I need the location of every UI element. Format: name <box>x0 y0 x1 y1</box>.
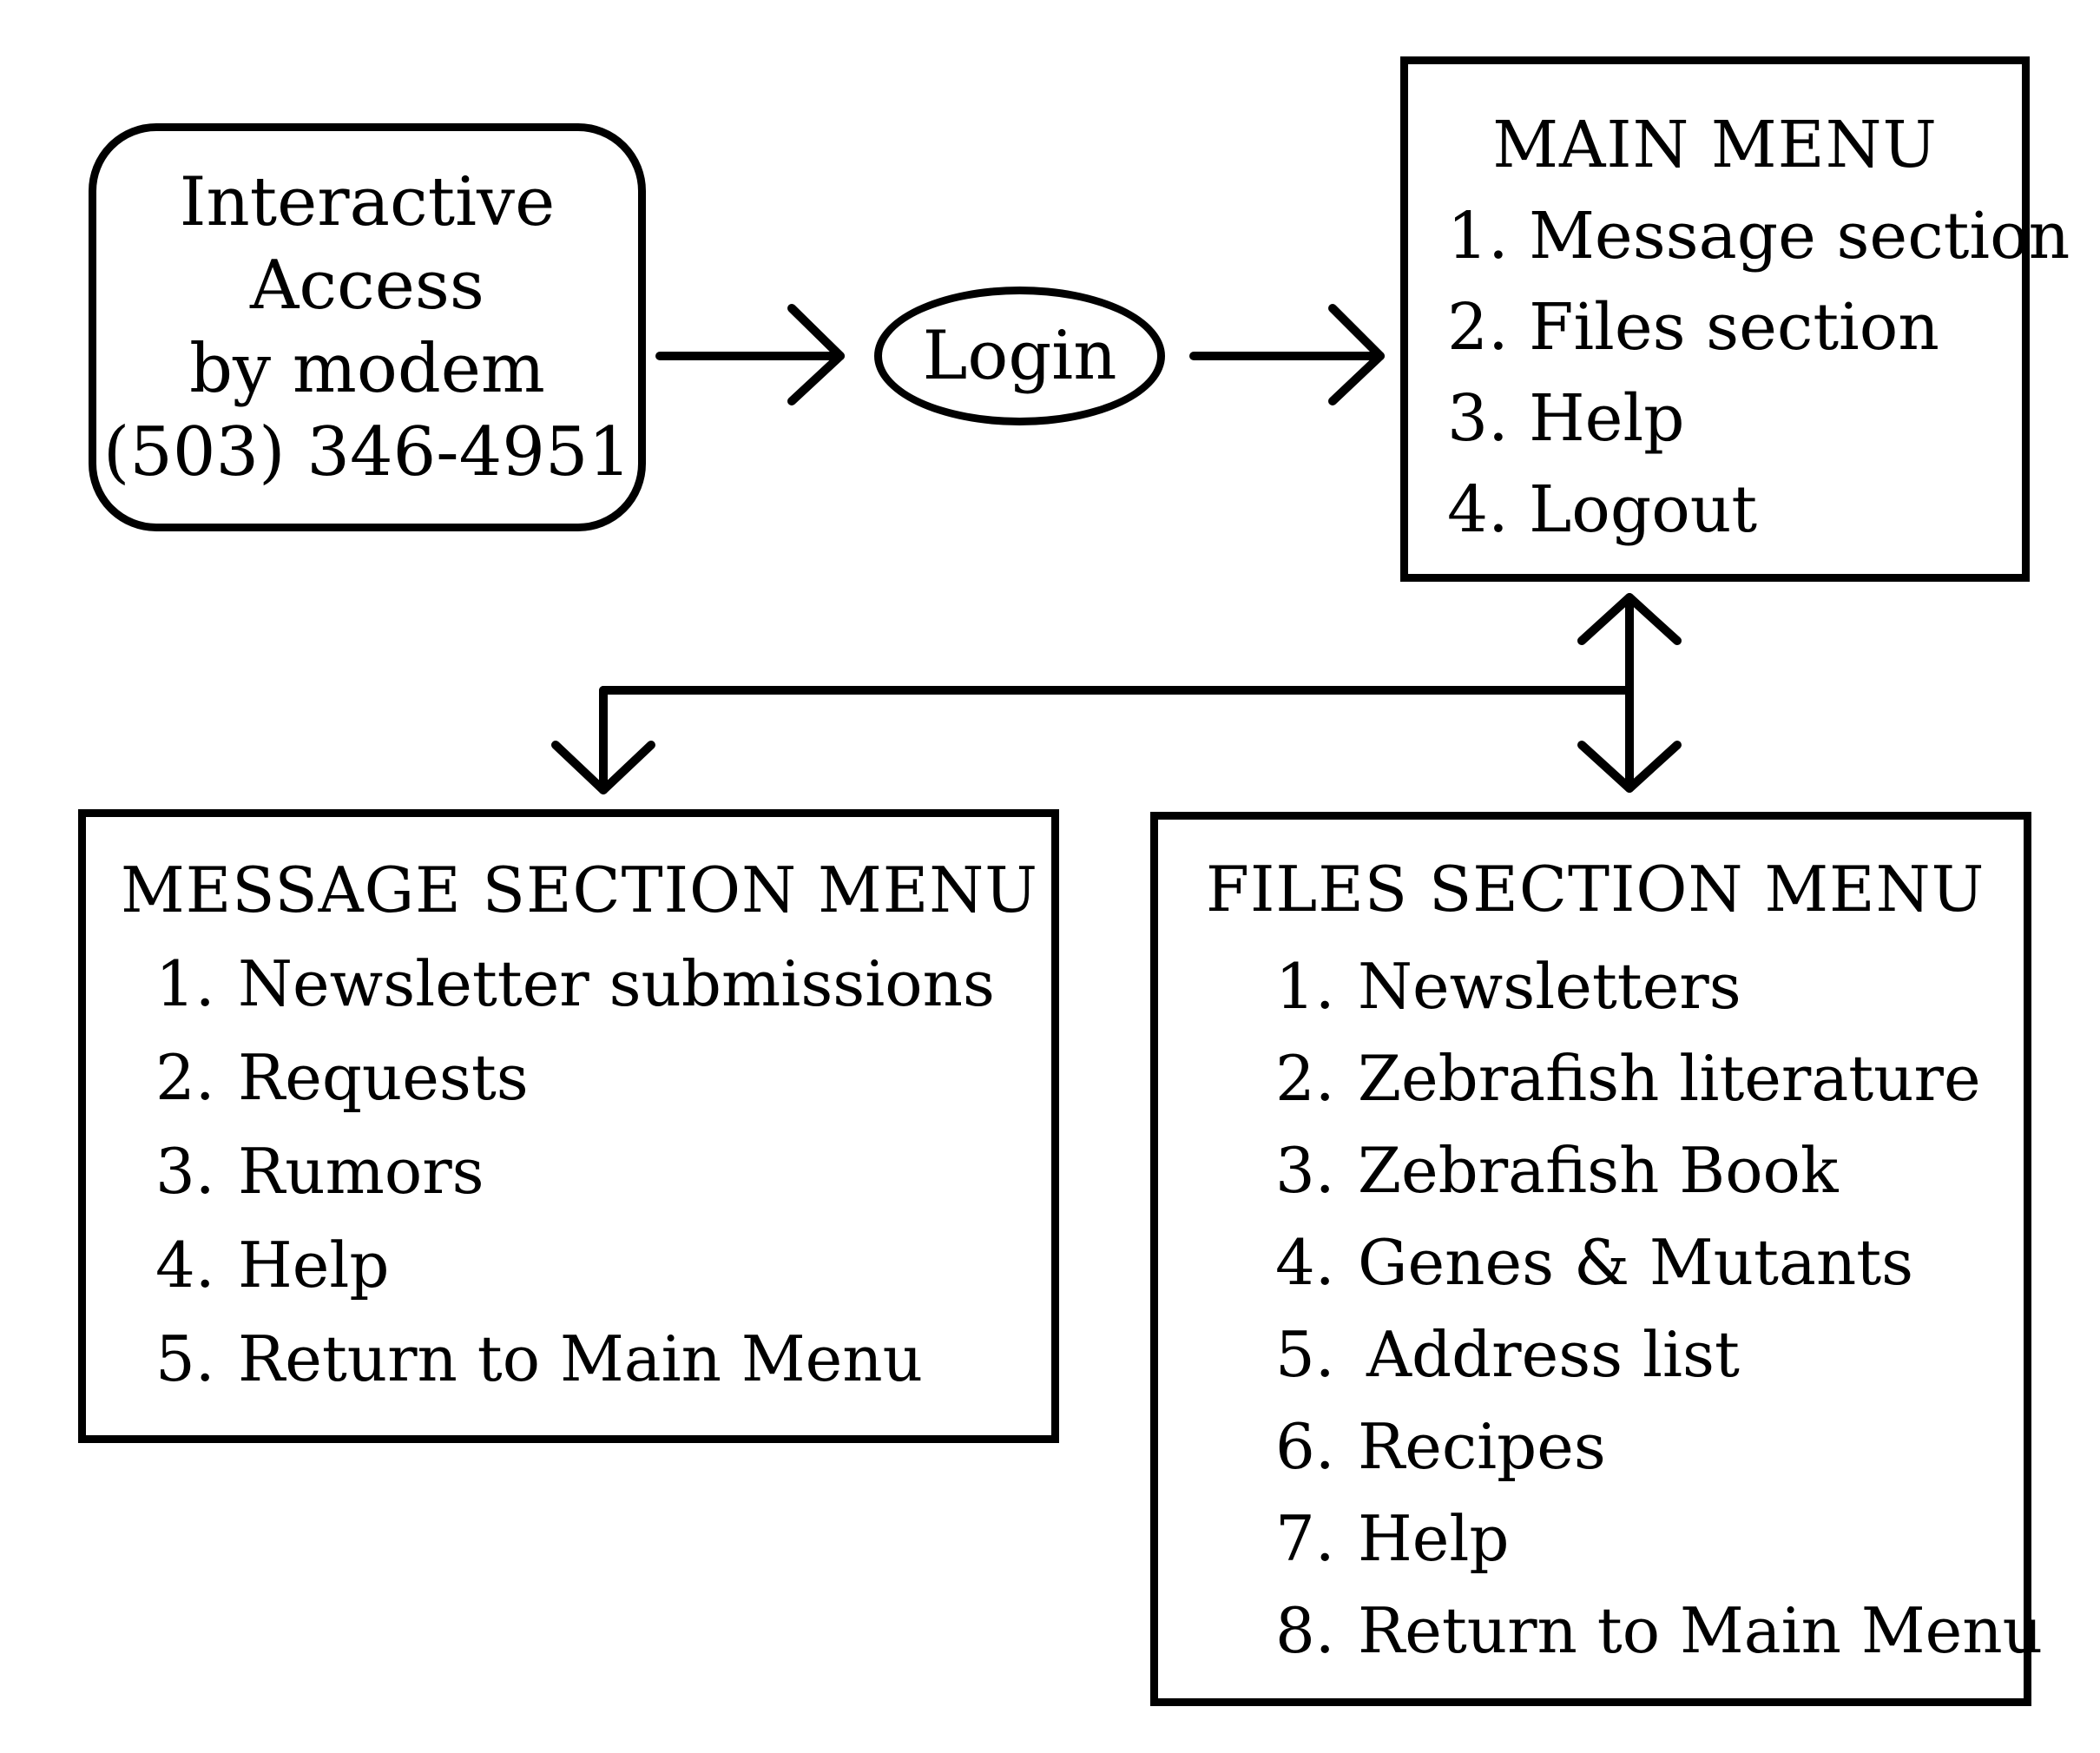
message-menu-item-label: Help <box>238 1229 390 1302</box>
main-menu-item-label: Help <box>1529 381 1685 456</box>
main-menu-item-label: Message section <box>1529 199 2070 273</box>
message-menu-item-num: 1. <box>155 947 215 1020</box>
arrow-message-down-head <box>551 741 655 794</box>
files-menu-item-num: 1. <box>1275 950 1335 1023</box>
arrow-login-to-main-head <box>1328 304 1385 405</box>
login-label: Login <box>922 317 1117 395</box>
files-menu-item-num: 8. <box>1275 1594 1335 1667</box>
main-menu-item-help[interactable]: 3. Help <box>1447 381 1685 456</box>
login-button[interactable]: Login <box>874 287 1165 425</box>
main-menu-item-num: 4. <box>1447 472 1509 547</box>
message-menu-item-label: Requests <box>238 1041 529 1114</box>
files-section-menu-box: FILES SECTION MENU 1. Newsletters 2. Zeb… <box>1150 812 2043 1706</box>
main-menu-item-num: 2. <box>1447 290 1509 365</box>
access-line-3: by modem <box>189 330 545 408</box>
files-menu-item-num: 3. <box>1275 1134 1335 1207</box>
main-menu-item-num: 1. <box>1447 199 1509 273</box>
arrow-files-down-head <box>1577 741 1682 793</box>
access-line-1: Interactive <box>179 163 556 241</box>
main-menu-item-files-section[interactable]: 2. Files section <box>1447 290 1939 365</box>
files-menu-item-label: Help <box>1358 1502 1510 1575</box>
access-line-2: Access <box>250 247 484 325</box>
message-menu-item-num: 5. <box>155 1322 215 1395</box>
files-menu-item-label: Zebrafish literature <box>1358 1042 1981 1115</box>
files-menu-item-label: Address list <box>1366 1318 1740 1391</box>
main-menu-item-label: Logout <box>1529 472 1758 547</box>
message-menu-title: MESSAGE SECTION MENU <box>121 853 1038 926</box>
message-menu-item-label: Rumors <box>238 1135 484 1208</box>
main-menu-title: MAIN MENU <box>1492 108 1938 182</box>
arrow-access-to-login-head <box>787 304 845 405</box>
message-menu-item-label: Return to Main Menu <box>238 1322 923 1395</box>
files-menu-item-num: 2. <box>1275 1042 1335 1115</box>
arrow-main-up-head <box>1577 593 1682 645</box>
files-menu-item-label: Return to Main Menu <box>1358 1594 2043 1667</box>
main-menu-box: MAIN MENU 1. Message section 2. Files se… <box>1400 56 2070 582</box>
files-menu-item-label: Newsletters <box>1358 950 1741 1023</box>
message-menu-item-label: Newsletter submissions <box>238 947 995 1020</box>
message-section-menu-box: MESSAGE SECTION MENU 1. Newsletter submi… <box>78 809 1059 1443</box>
files-menu-title: FILES SECTION MENU <box>1206 853 1985 926</box>
access-phone-number: (503) 346-4951 <box>102 413 632 491</box>
files-menu-item-num: 7. <box>1275 1502 1335 1575</box>
message-menu-item-num: 4. <box>155 1229 215 1302</box>
files-menu-item-num: 6. <box>1275 1410 1335 1483</box>
files-menu-item-num: 4. <box>1275 1226 1335 1299</box>
message-menu-item-num: 3. <box>155 1135 215 1208</box>
main-menu-item-message-section[interactable]: 1. Message section <box>1447 199 2070 273</box>
main-menu-item-label: Files section <box>1529 290 1939 365</box>
files-menu-item-label: Genes & Mutants <box>1358 1226 1914 1299</box>
files-menu-item-label: Recipes <box>1358 1410 1606 1483</box>
main-menu-item-logout[interactable]: 4. Logout <box>1447 472 1757 547</box>
files-menu-item-num: 5. <box>1275 1318 1335 1391</box>
files-menu-item-label: Zebrafish Book <box>1358 1134 1839 1207</box>
message-menu-item-num: 2. <box>155 1041 215 1114</box>
main-menu-item-num: 3. <box>1447 381 1509 456</box>
access-box: Interactive Access by modem (503) 346-49… <box>89 123 646 531</box>
